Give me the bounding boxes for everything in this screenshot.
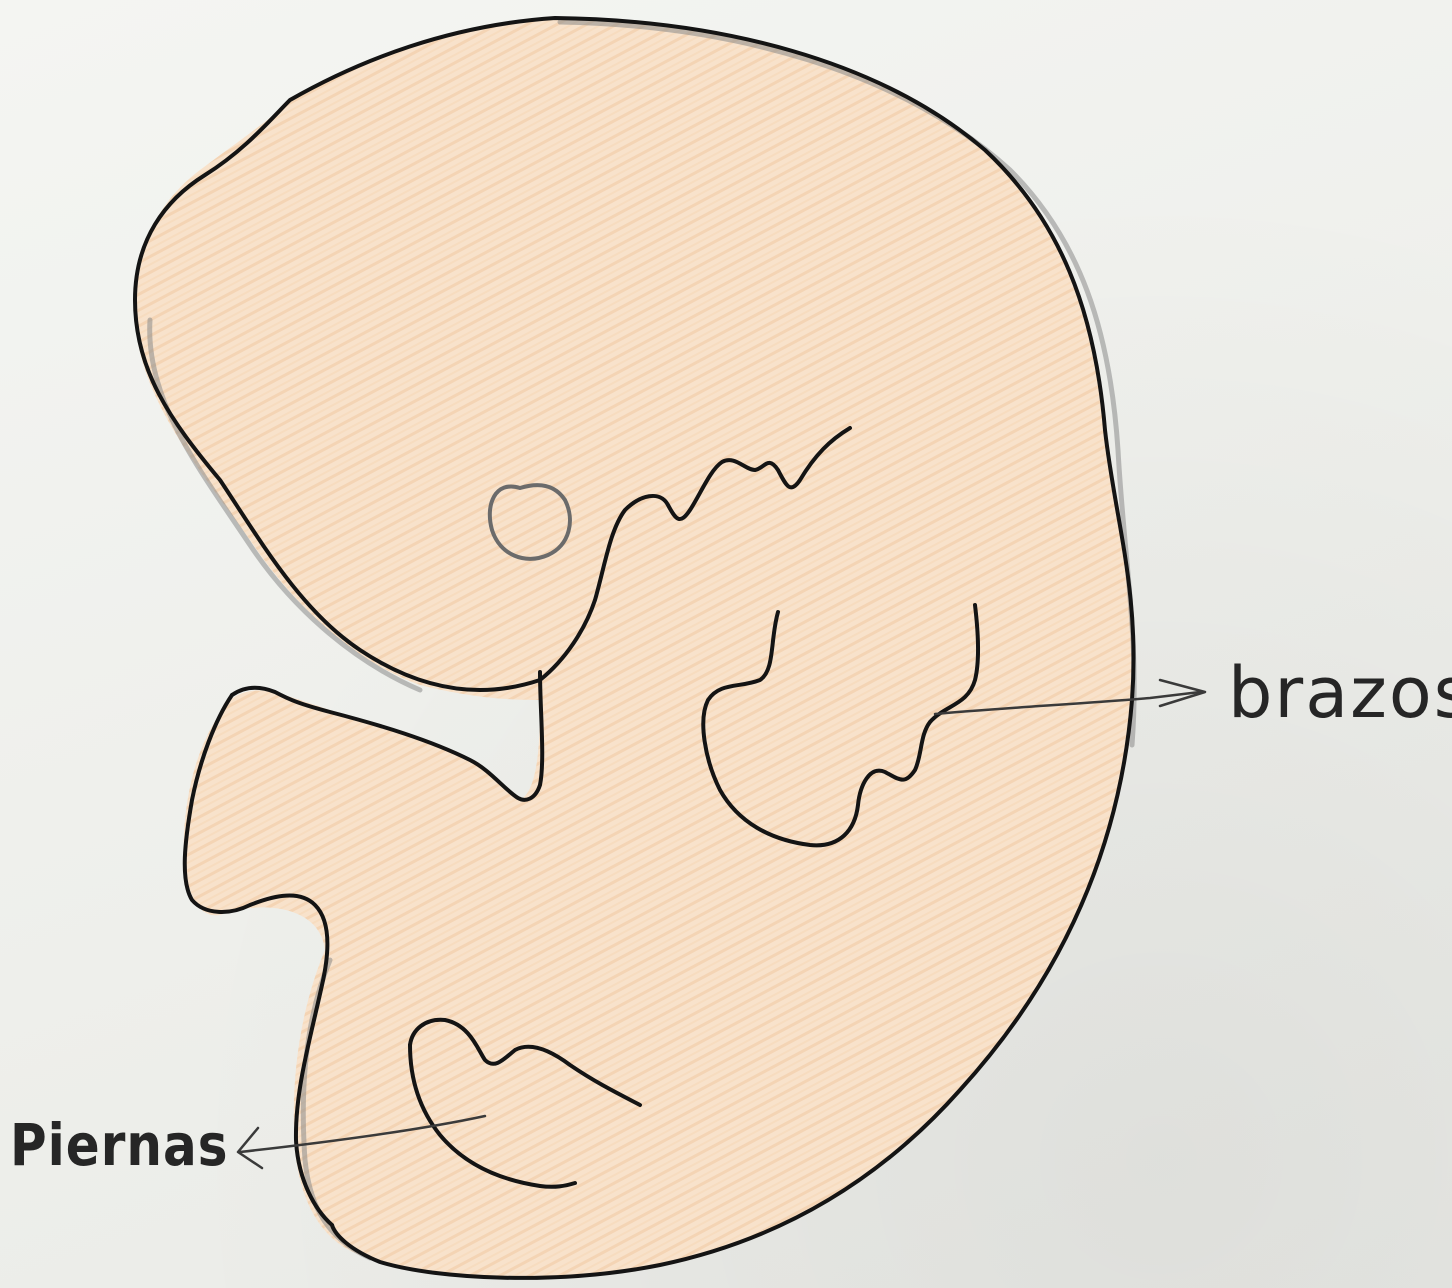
piernas-arrowhead	[238, 1128, 262, 1168]
embryo-body-fill	[134, 18, 1133, 1277]
label-piernas: Piernas	[10, 1112, 228, 1179]
label-brazos: brazos	[1228, 652, 1452, 734]
